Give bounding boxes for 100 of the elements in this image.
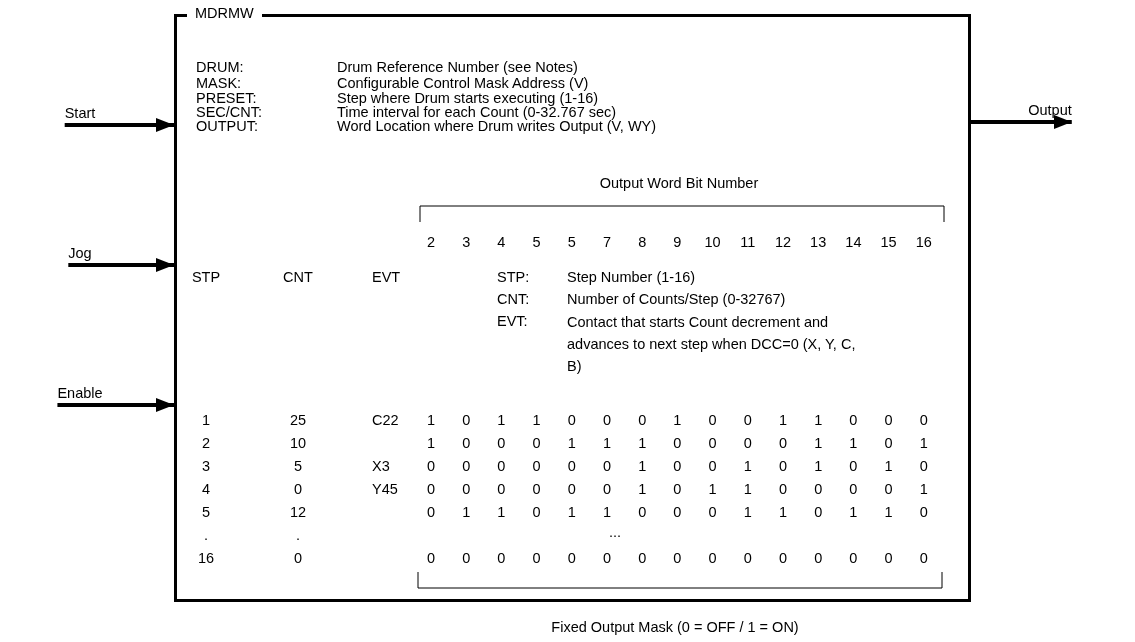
table-cell: 25 — [289, 413, 307, 429]
ellipsis: ... — [608, 525, 622, 541]
bit-value: 1 — [814, 436, 823, 452]
parameter-description: Time interval for each Count (0-32.767 sec) — [337, 105, 617, 121]
bit-value: 0 — [778, 551, 788, 567]
bit-value: 0 — [743, 413, 752, 429]
table-cell: 0 — [293, 551, 303, 567]
bit-value: 1 — [497, 505, 506, 521]
table-cell: 5 — [293, 459, 303, 475]
bit-value: 1 — [849, 505, 858, 521]
bit-value: 0 — [778, 459, 788, 475]
bit-number: 11 — [740, 235, 756, 251]
bit-value: 0 — [532, 505, 541, 521]
bit-value: 1 — [638, 482, 647, 498]
bit-value: 0 — [708, 551, 717, 567]
bit-value: 1 — [743, 482, 752, 498]
table-cell: 4 — [201, 482, 211, 498]
bit-value: 1 — [567, 436, 576, 452]
mask-caption: Fixed Output Mask (0 = OFF / 1 = ON) — [551, 620, 799, 636]
bit-number: 8 — [638, 235, 647, 251]
bit-value: 1 — [497, 413, 506, 429]
bit-value: 0 — [532, 482, 541, 498]
bit-value: 0 — [708, 505, 717, 521]
bit-value: 1 — [602, 505, 612, 521]
bit-value: 1 — [426, 413, 436, 429]
bit-value: 0 — [426, 459, 436, 475]
table-cell: . — [296, 528, 300, 544]
bit-value: 1 — [708, 482, 717, 498]
column-heading: CNT — [283, 270, 313, 286]
bit-value: 1 — [602, 436, 612, 452]
bit-value: 1 — [743, 505, 752, 521]
bit-value: 1 — [743, 459, 752, 475]
table-cell: 12 — [289, 505, 307, 521]
signal-label: Enable — [57, 385, 103, 402]
bit-value: 0 — [849, 459, 858, 475]
bit-value: 1 — [884, 459, 893, 475]
note-text: Step Number (1-16) — [567, 270, 696, 286]
bit-value: 0 — [638, 505, 647, 521]
signal-arrow — [68, 258, 174, 272]
bit-number: 9 — [673, 235, 682, 251]
bit-value: 0 — [567, 413, 576, 429]
table-cell: 0 — [293, 482, 303, 498]
table-cell: C22 — [372, 413, 399, 429]
bit-number: 3 — [462, 235, 471, 251]
bit-value: 0 — [497, 551, 506, 567]
bit-value: 0 — [778, 436, 788, 452]
bit-number: 5 — [532, 235, 541, 251]
signal-label: Start — [64, 105, 96, 122]
bit-value: 0 — [497, 459, 506, 475]
bit-value: 1 — [462, 505, 471, 521]
table-cell: 5 — [201, 505, 211, 521]
signal-arrow — [64, 118, 174, 132]
bit-value: 0 — [849, 482, 858, 498]
bit-number: 14 — [845, 235, 862, 251]
bit-value: 1 — [778, 413, 788, 429]
bit-value: 0 — [602, 482, 612, 498]
note-key: EVT: — [497, 314, 528, 330]
parameter-description: Configurable Control Mask Address (V) — [337, 76, 589, 92]
signal-arrow — [971, 115, 1072, 129]
bit-value: 0 — [673, 551, 682, 567]
bit-value: 0 — [884, 551, 893, 567]
bit-value: 0 — [462, 551, 471, 567]
bit-value: 0 — [567, 459, 576, 475]
bit-number: 10 — [704, 235, 721, 251]
bit-value: 0 — [849, 551, 858, 567]
table-cell: 2 — [201, 436, 211, 452]
table-cell: . — [204, 528, 208, 544]
bit-value: 1 — [919, 482, 928, 498]
bit-value: 0 — [708, 459, 717, 475]
bit-value: 0 — [884, 413, 893, 429]
bit-value: 0 — [673, 505, 682, 521]
bit-value: 0 — [602, 413, 612, 429]
bit-value: 0 — [743, 436, 752, 452]
bit-value: 0 — [567, 482, 576, 498]
bit-number: 16 — [915, 235, 932, 251]
bit-value: 0 — [462, 436, 471, 452]
bit-value: 0 — [884, 436, 893, 452]
bit-value: 0 — [532, 459, 541, 475]
bit-value: 1 — [814, 413, 823, 429]
bit-value: 0 — [462, 482, 471, 498]
table-cell: 10 — [289, 436, 307, 452]
parameter-name: MASK: — [196, 76, 242, 92]
bit-number: 12 — [774, 235, 792, 251]
bit-value: 0 — [567, 551, 576, 567]
bit-value: 0 — [497, 436, 506, 452]
column-heading: STP — [191, 270, 221, 286]
bit-number: 5 — [567, 235, 576, 251]
table-cell: Y45 — [372, 482, 398, 498]
bit-value: 0 — [849, 413, 858, 429]
bit-value: 1 — [567, 505, 576, 521]
column-heading: EVT — [372, 270, 401, 286]
bit-value: 0 — [532, 551, 541, 567]
bit-value: 0 — [884, 482, 893, 498]
bit-value: 0 — [919, 413, 928, 429]
bit-value: 1 — [884, 505, 893, 521]
bit-value: 1 — [673, 413, 682, 429]
note-text: Number of Counts/Step (0-32767) — [567, 292, 786, 308]
signal-label: Jog — [68, 245, 92, 262]
bit-value: 0 — [919, 505, 928, 521]
bit-value: 0 — [743, 551, 752, 567]
